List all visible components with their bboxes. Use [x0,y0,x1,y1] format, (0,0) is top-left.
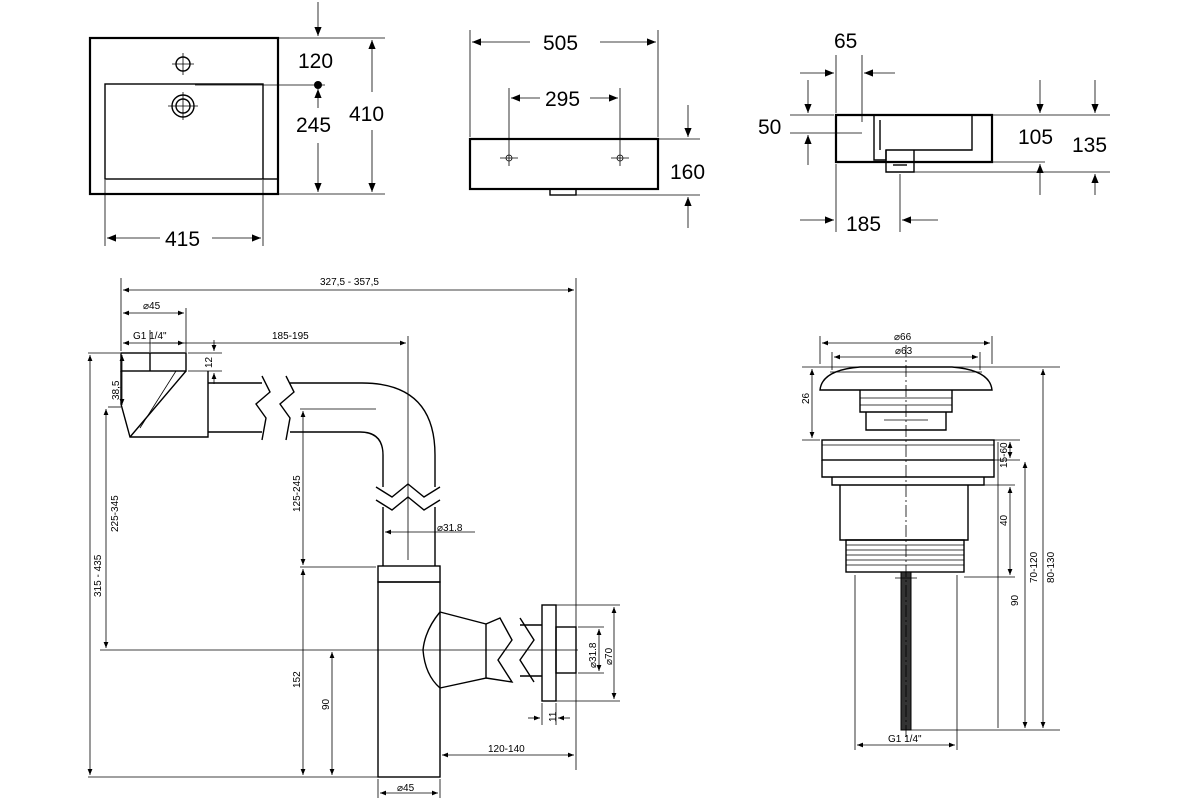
basin-outline [88,36,280,196]
dim-80-130-label: 80-130 [1046,551,1057,583]
dim-dia66-label: ⌀66 [894,332,912,343]
tap-hole-icon [500,150,518,166]
siphon-body [377,581,441,778]
dim-thread-top-label: G1 1/4" [133,331,167,342]
basin-top-view: 120 245 410 415 [88,2,385,251]
valve-flange [821,439,995,461]
siphon-connector-top [120,352,187,372]
dim-dia45-bottom-label: ⌀45 [397,783,415,794]
dim-50-label: 50 [758,116,781,139]
dim-315-435-label: 315 - 435 [93,554,104,597]
basin-front-outline [468,137,660,191]
dim-135-label: 135 [1072,134,1107,157]
dim-120-label: 120 [298,50,333,73]
tap-hole-icon [172,53,194,75]
dim-thread-label: G1 1/4" [888,734,922,745]
dim-125-245-label: 125-245 [292,475,303,512]
dim-overall-label: 327,5 - 357,5 [320,277,379,288]
dim-dia31-8-a-label: ⌀31.8 [437,523,463,534]
dim-65-label: 65 [834,30,857,53]
dim-dia45-top-label: ⌀45 [143,301,161,312]
dim-120-140-label: 120-140 [488,744,525,755]
siphon-drawing: 327,5 - 357,5 ⌀45 G1 1/4" 185-195 12 38,… [87,277,620,798]
side-drain-outlet [885,150,915,173]
drain-hole-icon [168,92,198,120]
tap-hole-icon [611,150,629,166]
dim-90-label: 90 [321,698,332,710]
dim-185-label: 185 [846,213,881,236]
dim-dia63-label: ⌀63 [895,346,913,357]
siphon-nut [377,565,441,583]
drain-valve-drawing: ⌀66 ⌀63 26 15-60 40 70-120 80-130 90 G1 … [801,332,1060,750]
basin-side-bowl [873,115,973,161]
dim-105-label: 105 [1018,126,1053,149]
dim-70-120-label: 70-120 [1029,551,1040,583]
dim-410-label: 410 [349,103,384,126]
dim-152-label: 152 [292,671,303,688]
break-mark [279,375,295,441]
dim-160-label: 160 [670,161,705,184]
dim-40-label: 40 [999,514,1010,526]
drain-outlet [549,188,577,196]
dim-245-label: 245 [296,114,331,137]
dim-505-label: 505 [543,32,578,55]
dim-15-60-label: 15-60 [999,442,1010,468]
dim-12-label: 12 [204,356,215,368]
dim-90-label: 90 [1010,594,1021,606]
wall-flange [541,604,557,702]
dim-415-label: 415 [165,228,200,251]
valve-thread [845,539,965,573]
dim-11-label: 11 [548,711,559,722]
dim-dia31-8-b-label: ⌀31.8 [588,642,599,668]
dim-26-label: 26 [801,392,812,404]
dim-295-label: 295 [545,88,580,111]
dim-dia70-label: ⌀70 [604,647,615,665]
basin-side-view: 65 50 105 135 185 [758,30,1110,236]
break-mark [255,375,271,441]
dim-185-195-label: 185-195 [272,331,309,342]
valve-body [839,485,969,541]
dim-225-345-label: 225-345 [110,495,121,532]
basin-front-view: 505 295 160 [468,30,705,228]
basin-bowl [104,83,264,180]
dim-38-5-label: 38,5 [111,380,122,400]
siphon-connector-body [120,371,209,438]
